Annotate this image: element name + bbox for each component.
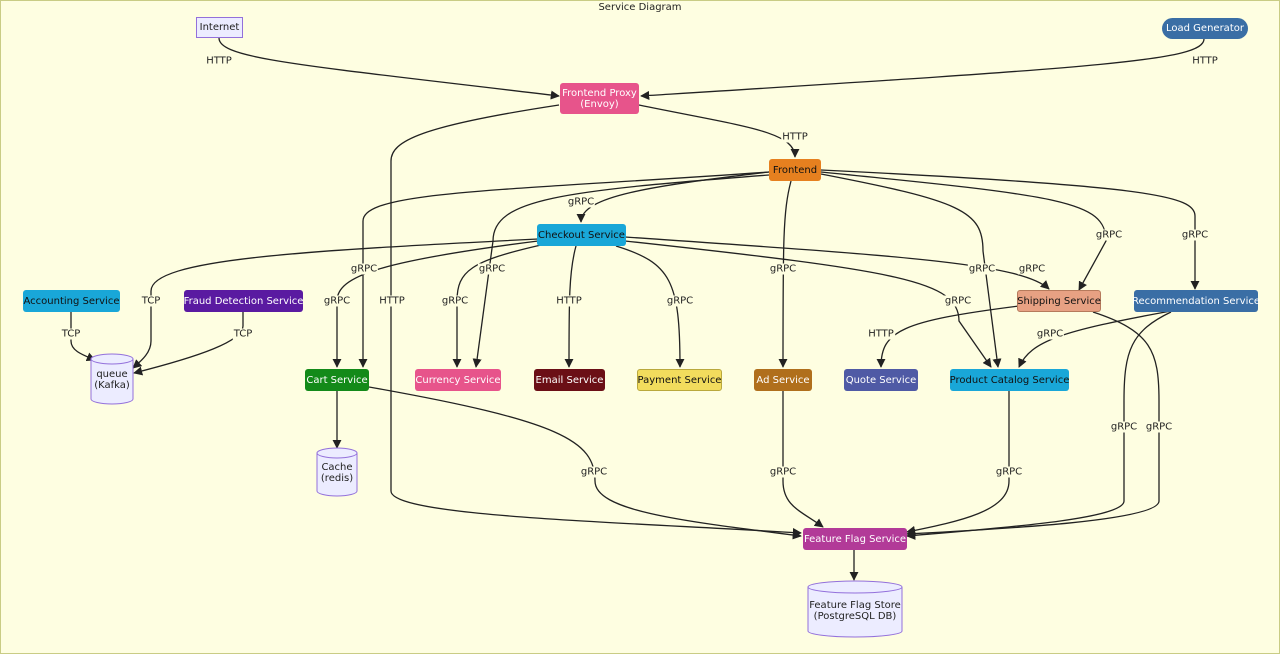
label-frontend-checkout: gRPC — [566, 196, 596, 208]
label-frontend-catalog: gRPC — [967, 263, 997, 275]
flag-store-label-line1: Feature Flag Store — [809, 600, 901, 611]
cache-label-line2: (redis) — [320, 473, 354, 484]
label-recommendation-flag: gRPC — [1109, 421, 1139, 433]
cart-node: Cart Service — [305, 369, 369, 391]
label-checkout-currency: gRPC — [440, 295, 470, 307]
label-checkout-queue: TCP — [140, 295, 162, 307]
flag-store-label-line2: (PostgreSQL DB) — [813, 611, 897, 622]
edge-checkout-cart — [332, 240, 539, 368]
load-generator-node: Load Generator — [1162, 18, 1248, 39]
queue-label: queue (Kafka) — [94, 369, 130, 391]
label-recommendation-catalog: gRPC — [1035, 328, 1065, 340]
edge-checkout-shipping — [624, 236, 1050, 290]
queue-cylinder — [90, 353, 134, 405]
label-checkout-shipping: gRPC — [1017, 263, 1047, 275]
flag-store-label: Feature Flag Store (PostgreSQL DB) — [809, 600, 901, 622]
edge-cart-flag — [368, 386, 802, 540]
edge-frontend-recommendation — [820, 169, 1200, 290]
checkout-node: Checkout Service — [537, 224, 626, 246]
cache-cylinder — [316, 447, 358, 497]
label-frontend-cart: gRPC — [349, 263, 379, 275]
product-catalog-node: Product Catalog Service — [950, 369, 1069, 391]
frontend-node: Frontend — [769, 159, 821, 181]
recommendation-node: Recommendation Service — [1132, 290, 1260, 312]
edge-frontend-currency — [472, 174, 770, 368]
label-ad-flag: gRPC — [768, 466, 798, 478]
cache-label: Cache (redis) — [321, 462, 353, 484]
label-shipping-quote: HTTP — [867, 328, 895, 340]
edge-internet-proxy — [218, 37, 560, 100]
edge-checkout-catalog — [624, 240, 992, 368]
edge-checkout-queue — [132, 238, 539, 369]
edge-frontend-checkout — [576, 171, 770, 223]
edge-loadgen-proxy — [640, 38, 1205, 101]
frontend-proxy-label: Frontend Proxy — [562, 87, 637, 99]
flag-store-cylinder — [807, 580, 903, 638]
edge-frontend-shipping — [820, 171, 1107, 291]
frontend-proxy-node: Frontend Proxy (Envoy) — [560, 83, 639, 114]
quote-node: Quote Service — [844, 369, 918, 391]
label-internet-proxy: HTTP — [205, 55, 233, 67]
label-proxy-frontend: HTTP — [781, 131, 809, 143]
label-checkout-email: HTTP — [555, 295, 583, 307]
diagram-title: Service Diagram — [598, 2, 682, 13]
label-loadgen-proxy: HTTP — [1191, 55, 1219, 67]
label-catalog-flag: gRPC — [994, 466, 1024, 478]
ad-node: Ad Service — [754, 369, 812, 391]
label-fraud-queue: TCP — [232, 328, 254, 340]
label-frontend-currency: gRPC — [477, 263, 507, 275]
queue-label-line2: (Kafka) — [94, 380, 130, 391]
label-checkout-cart: gRPC — [322, 295, 352, 307]
feature-flag-node: Feature Flag Service — [803, 528, 907, 550]
edge-shipping-quote — [876, 305, 1020, 368]
edge-fraud-queue — [133, 312, 244, 376]
edge-shipping-flag — [906, 311, 1160, 539]
edge-ad-flag — [782, 391, 824, 528]
label-checkout-payment: gRPC — [665, 295, 695, 307]
edge-frontend-catalog — [820, 173, 1002, 368]
edge-proxy-frontend — [638, 104, 800, 158]
shipping-node: Shipping Service — [1017, 290, 1101, 312]
label-shipping-flag: gRPC — [1144, 421, 1174, 433]
label-frontend-recommendation: gRPC — [1180, 229, 1210, 241]
payment-node: Payment Service — [637, 369, 722, 391]
frontend-proxy-sublabel: (Envoy) — [580, 98, 619, 110]
edge-proxy-flag — [390, 104, 802, 538]
cache-label-line1: Cache — [321, 462, 353, 473]
label-checkout-catalog: gRPC — [943, 295, 973, 307]
label-proxy-flag: HTTP — [378, 295, 406, 307]
edge-catalog-flag — [906, 391, 1010, 535]
internet-node: Internet — [196, 17, 243, 38]
edge-frontend-cart — [358, 171, 770, 368]
edge-checkout-payment — [615, 245, 685, 368]
email-node: Email Service — [534, 369, 605, 391]
label-frontend-shipping: gRPC — [1094, 229, 1124, 241]
fraud-detection-node: Fraud Detection Service — [184, 290, 303, 312]
edge-checkout-email — [564, 245, 577, 368]
label-accounting-queue: TCP — [60, 328, 82, 340]
queue-label-line1: queue — [96, 369, 128, 380]
label-cart-flag: gRPC — [579, 466, 609, 478]
edge-frontend-ad — [778, 180, 792, 368]
edge-recommendation-flag — [906, 311, 1172, 540]
currency-node: Currency Service — [415, 369, 501, 391]
label-frontend-ad: gRPC — [768, 263, 798, 275]
accounting-node: Accounting Service — [23, 290, 120, 312]
